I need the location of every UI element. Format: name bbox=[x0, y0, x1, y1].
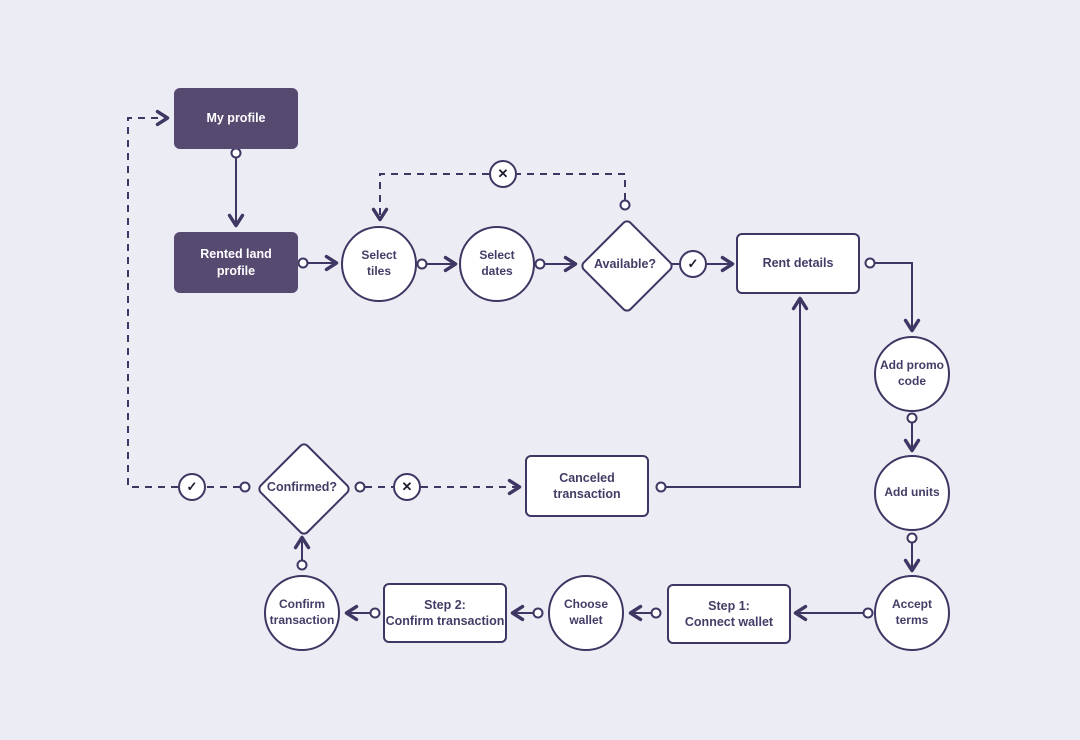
node-label: Accept terms bbox=[891, 597, 932, 627]
check-icon: ✓ bbox=[679, 250, 707, 278]
connector-check-myprofile-loop bbox=[127, 109, 178, 488]
connector-rentdetails-addpromo bbox=[875, 262, 921, 333]
node-confirmed-decision: Confirmed? bbox=[255, 440, 353, 538]
connector-x-selecttiles-loop bbox=[371, 173, 489, 222]
node-label: Step 1: Connect wallet bbox=[684, 598, 774, 629]
x-icon: ✕ bbox=[489, 160, 517, 188]
connector-available-x-loop bbox=[517, 173, 626, 200]
connector-dots bbox=[230, 147, 918, 619]
x-icon: ✕ bbox=[393, 473, 421, 501]
node-label: Confirm transaction bbox=[269, 597, 335, 627]
x-glyph: ✕ bbox=[401, 479, 413, 494]
node-label: Add units bbox=[884, 485, 940, 500]
node-label: My profile bbox=[206, 111, 266, 126]
node-label: Confirmed? bbox=[266, 479, 338, 494]
node-canceled-transaction: Canceled transaction bbox=[525, 455, 649, 517]
node-add-promo-code: Add promo code bbox=[874, 336, 950, 412]
node-available-decision: Available? bbox=[578, 217, 676, 315]
node-confirm-transaction: Confirm transaction bbox=[264, 575, 340, 651]
dashed-connectors bbox=[127, 109, 626, 496]
node-label: Canceled transaction bbox=[553, 470, 621, 501]
node-step1-connect-wallet: Step 1: Connect wallet bbox=[667, 584, 791, 644]
x-glyph: ✕ bbox=[497, 166, 509, 181]
node-label: Add promo code bbox=[880, 358, 944, 388]
node-label: Select dates bbox=[479, 248, 515, 278]
node-step2-confirm-transaction: Step 2: Confirm transaction bbox=[383, 583, 507, 643]
node-select-dates: Select dates bbox=[459, 226, 535, 302]
node-select-tiles: Select tiles bbox=[341, 226, 417, 302]
node-label: Step 2: Confirm transaction bbox=[385, 597, 505, 628]
connector-canceled-rentdetails bbox=[666, 296, 809, 488]
solid-connectors bbox=[227, 158, 921, 622]
node-add-units: Add units bbox=[874, 455, 950, 531]
check-glyph: ✓ bbox=[687, 256, 699, 271]
node-choose-wallet: Choose wallet bbox=[548, 575, 624, 651]
node-label: Choose wallet bbox=[563, 597, 608, 627]
check-icon: ✓ bbox=[178, 473, 206, 501]
node-label: Rented land profile bbox=[200, 247, 272, 278]
node-label: Rent details bbox=[762, 256, 834, 271]
node-my-profile: My profile bbox=[174, 88, 298, 149]
check-glyph: ✓ bbox=[186, 479, 198, 494]
node-accept-terms: Accept terms bbox=[874, 575, 950, 651]
node-rented-land-profile: Rented land profile bbox=[174, 232, 298, 293]
node-label: Available? bbox=[593, 256, 657, 271]
node-label: Select tiles bbox=[361, 248, 397, 278]
node-rent-details: Rent details bbox=[736, 233, 860, 294]
